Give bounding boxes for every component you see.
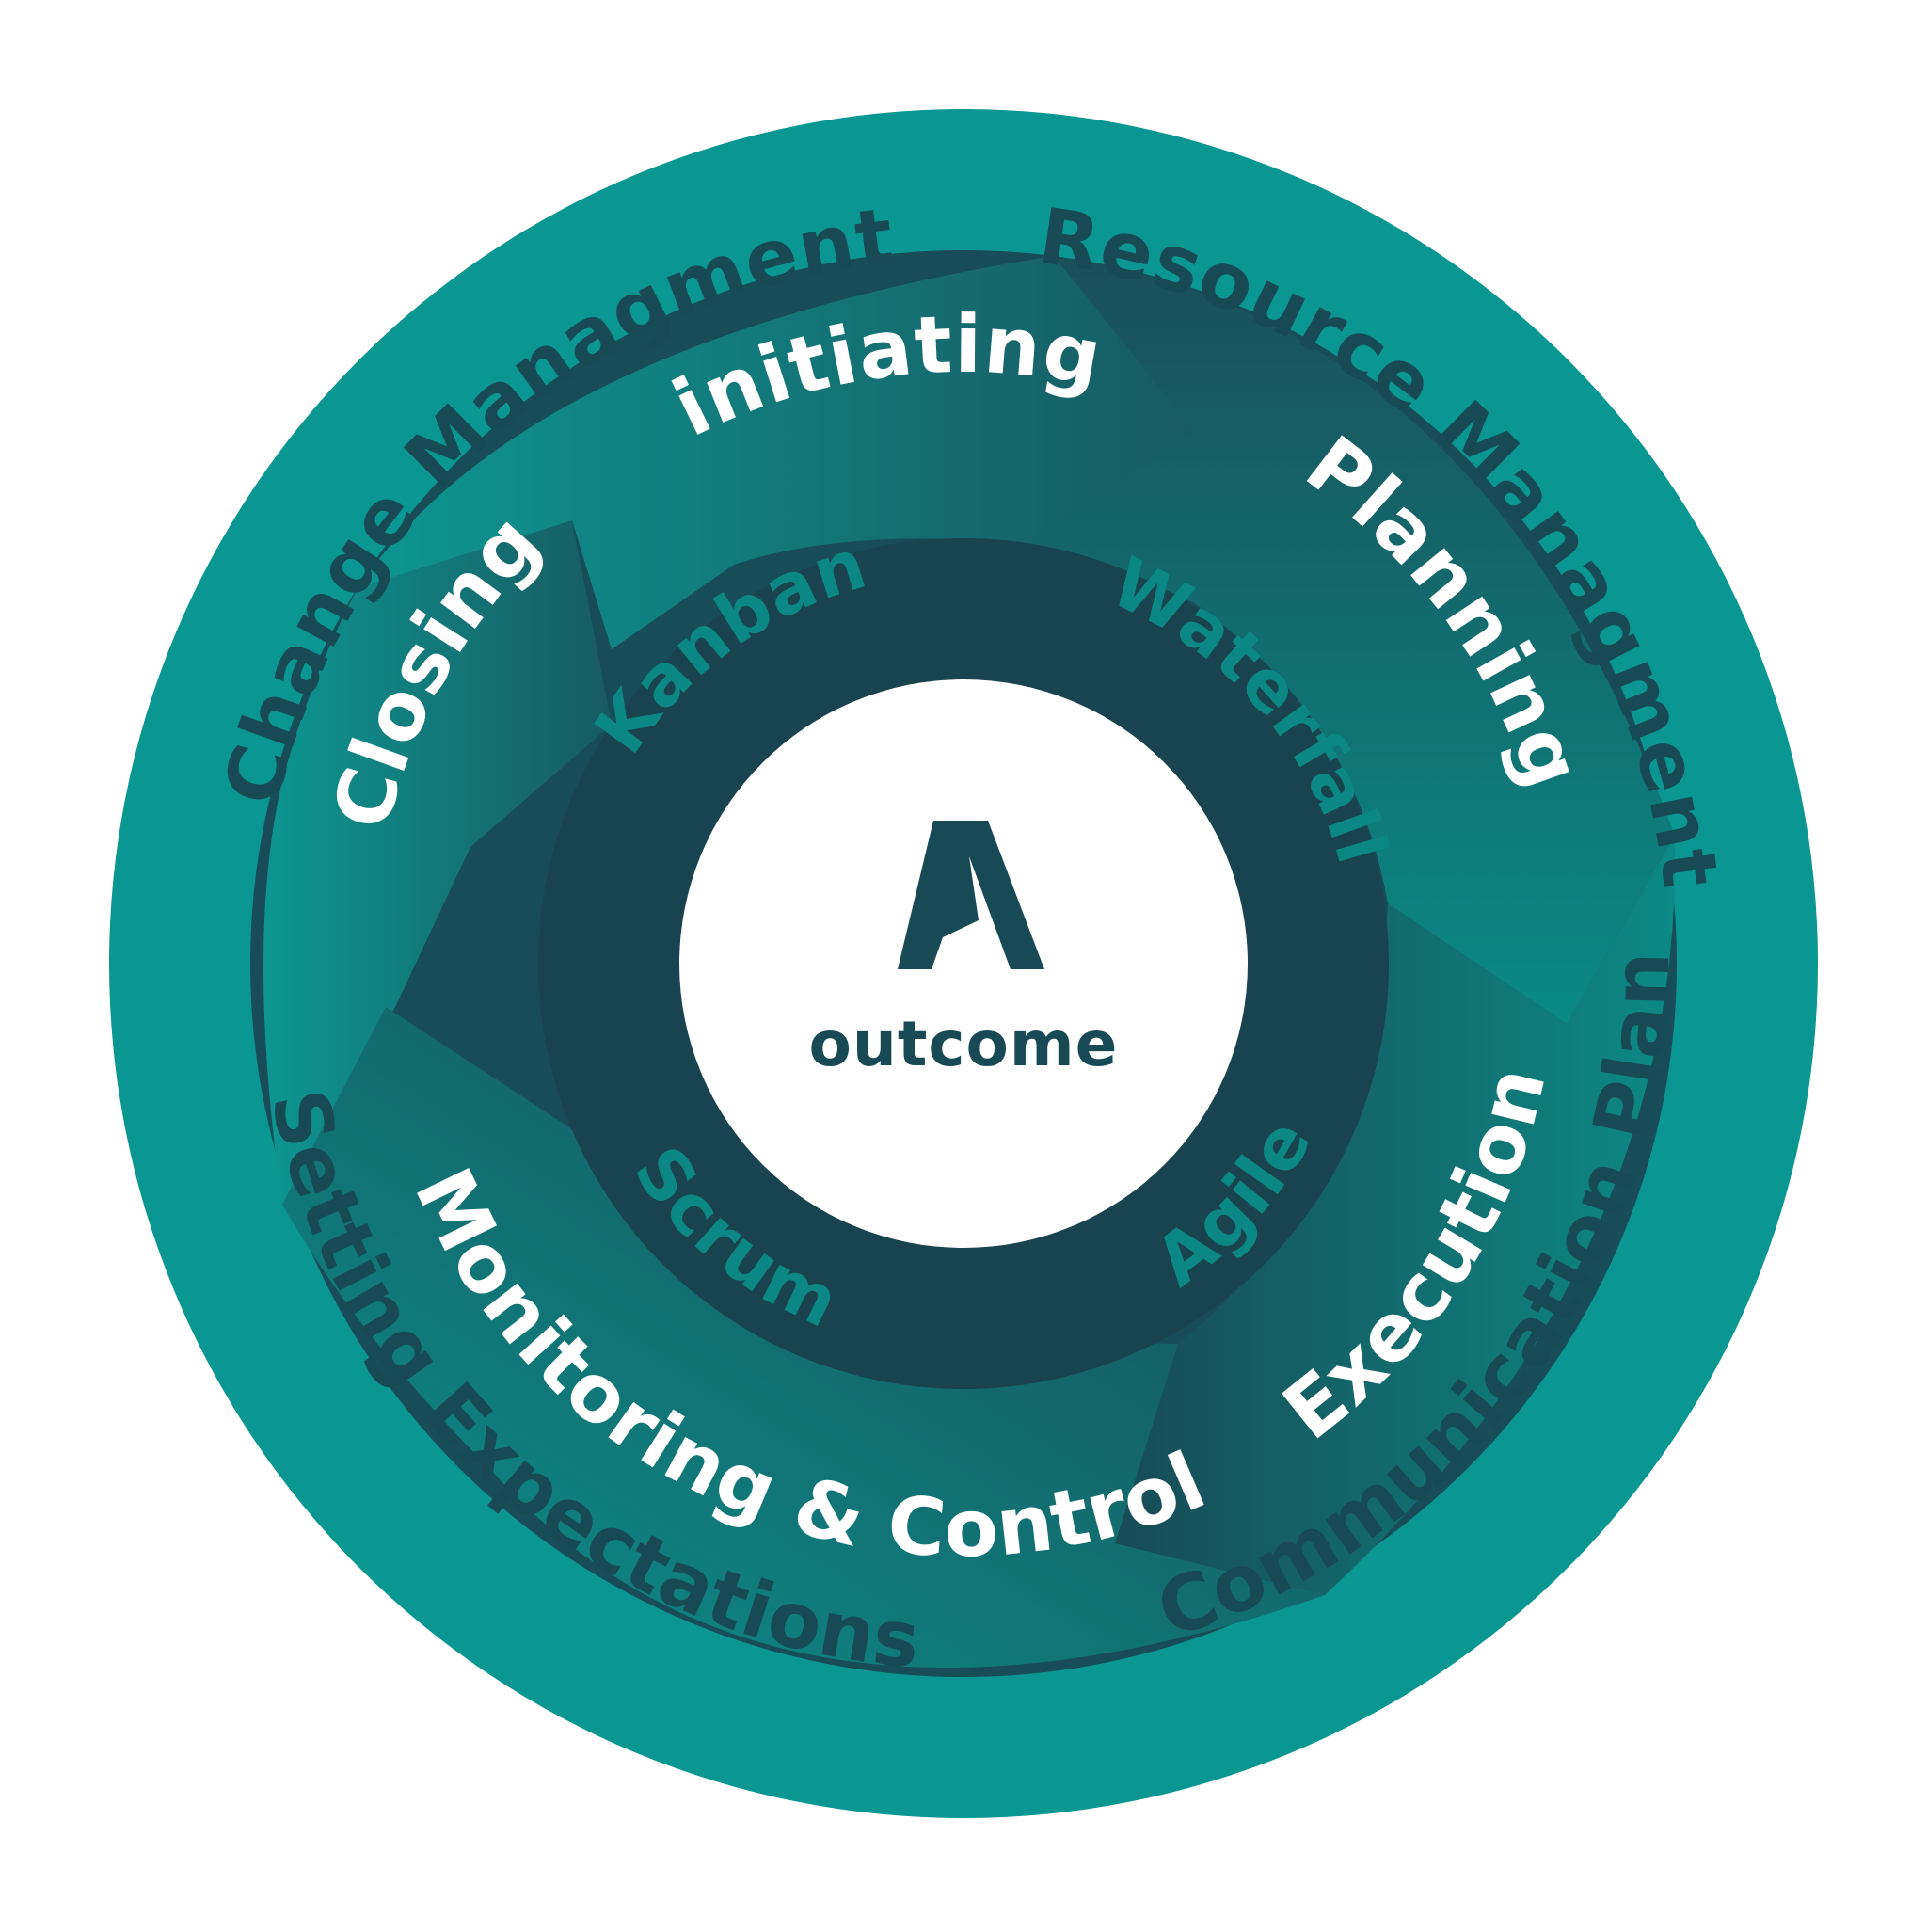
arrow-bottom-right — [1115, 836, 1676, 1595]
arrow-top — [358, 256, 1193, 649]
arrow-right — [1026, 256, 1675, 1024]
cycle-arrows — [263, 256, 1676, 1669]
logo-wordmark: outcome — [809, 1008, 1119, 1080]
center-circle — [679, 679, 1248, 1248]
arrow-initiating — [263, 520, 612, 1205]
logo-a-icon — [898, 821, 1044, 969]
outcome-logo: outcome — [809, 821, 1119, 1080]
